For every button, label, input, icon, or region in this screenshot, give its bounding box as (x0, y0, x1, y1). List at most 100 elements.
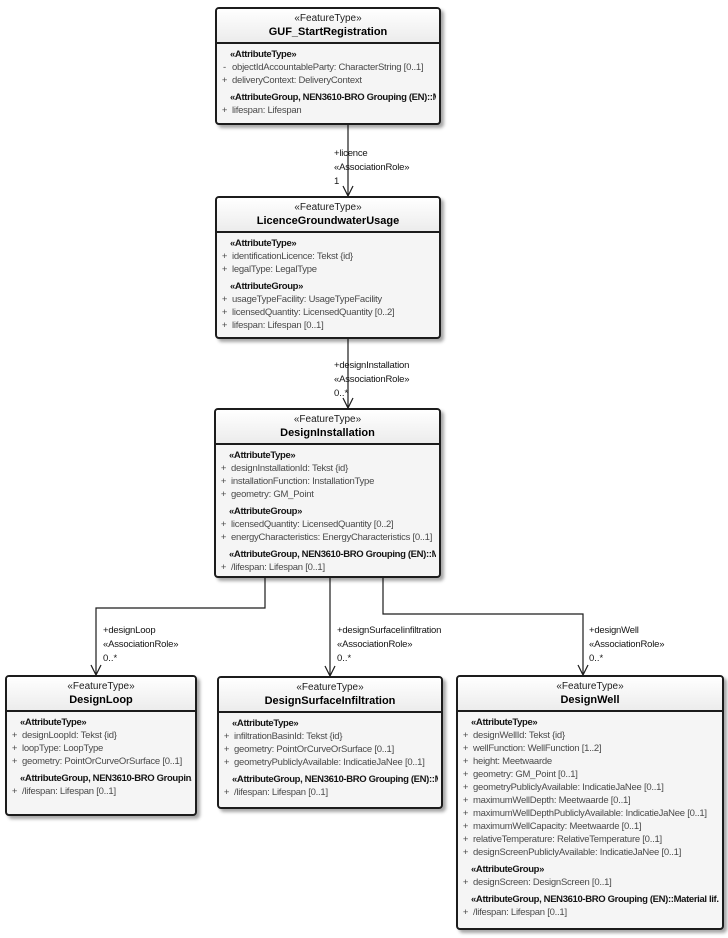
stereotype-row: «AttributeGroup, NEN3610-BRO Grouping (E… (232, 774, 438, 785)
class-header: «FeatureType» GUF_StartRegistration (217, 9, 439, 44)
class-stereotype: «FeatureType» (294, 13, 362, 24)
attribute-text: lifespan: Lifespan (232, 105, 302, 116)
attribute-row[interactable]: +designLoopId: Tekst {id} (7, 729, 192, 742)
attribute-row[interactable]: +geometry: GM_Point (216, 488, 436, 501)
attribute-row[interactable]: + /lifespan: Lifespan [0..1] (7, 785, 192, 798)
attribute-text: maximumWellDepth: Meetwaarde [0..1] (473, 795, 631, 806)
attribute-row[interactable]: +licensedQuantity: LicensedQuantity [0..… (216, 518, 436, 531)
class-design-surface-infiltration[interactable]: «FeatureType» DesignSurfaceInfiltration … (217, 676, 443, 809)
attribute-text: usageTypeFacility: UsageTypeFacility (232, 294, 382, 305)
attribute-row[interactable]: +/lifespan: Lifespan [0..1] (458, 906, 719, 919)
attribute-row[interactable]: +licensedQuantity: LicensedQuantity [0..… (217, 306, 436, 319)
visibility-marker: + (220, 562, 227, 573)
visibility-marker: + (221, 75, 228, 86)
attribute-text: relativeTemperature: RelativeTemperature… (473, 834, 662, 845)
class-header: «FeatureType» DesignLoop (7, 677, 195, 712)
visibility-marker: + (221, 264, 228, 275)
attribute-text: geometryPubliclyAvailable: IndicatieJaNe… (234, 757, 425, 768)
visibility-marker: + (221, 251, 228, 262)
class-guf-startregistration[interactable]: «FeatureType» GUF_StartRegistration «Att… (215, 7, 441, 125)
attribute-text: designScreenPubliclyAvailable: Indicatie… (473, 847, 682, 858)
attribute-text: infiltrationBasinId: Tekst {id} (234, 731, 343, 742)
attribute-row[interactable]: + designScreenPubliclyAvailable: Indicati… (458, 846, 719, 859)
attribute-text: wellFunction: WellFunction [1..2] (473, 743, 602, 754)
class-header: «FeatureType» DesignSurfaceInfiltration (219, 678, 441, 713)
class-header: «FeatureType» DesignInstallation (216, 410, 439, 445)
assoc-label-design-surface-infiltration: +designSurfaceIinfiltration «Association… (337, 624, 441, 666)
attribute-text: legalType: LegalType (232, 264, 317, 275)
class-design-loop[interactable]: «FeatureType» DesignLoop «AttributeType»… (5, 675, 197, 816)
visibility-marker: + (462, 782, 469, 793)
attribute-row[interactable]: + deliveryContext: DeliveryContext (217, 74, 436, 87)
attribute-text: geometry: PointOrCurveOrSurface [0..1] (22, 756, 182, 767)
attribute-row[interactable]: +height: Meetwaarde (458, 755, 719, 768)
attribute-row[interactable]: +infiltrationBasinId: Tekst {id} (219, 730, 438, 743)
attribute-row[interactable]: +maximumWellDepth: Meetwaarde [0..1] (458, 794, 719, 807)
class-attributes: «AttributeType» -objectIdAccountablePart… (217, 44, 439, 117)
class-design-installation[interactable]: «FeatureType» DesignInstallation «Attrib… (214, 408, 441, 578)
attribute-text: /lifespan: Lifespan [0..1] (22, 786, 116, 797)
attribute-row[interactable]: + legalType: LegalType (217, 263, 436, 276)
attribute-row[interactable]: -objectIdAccountableParty: CharacterStri… (217, 61, 436, 74)
association-design-surface-infiltration[interactable] (324, 578, 336, 678)
stereotype-row: «AttributeGroup» (229, 506, 303, 517)
class-stereotype: «FeatureType» (296, 682, 364, 693)
visibility-marker: + (462, 834, 469, 845)
class-licence-groundwater-usage[interactable]: «FeatureType» LicenceGroundwaterUsage «A… (215, 196, 441, 339)
visibility-marker: - (223, 62, 226, 73)
attribute-row[interactable]: +installationFunction: InstallationType (216, 475, 436, 488)
attribute-text: lifespan: Lifespan [0..1] (232, 320, 324, 331)
visibility-marker: + (462, 756, 469, 767)
attribute-row[interactable]: +geometry: PointOrCurveOrSurface [0..1] (219, 743, 438, 756)
class-name: DesignLoop (69, 694, 133, 706)
attribute-row[interactable]: +geometry: GM_Point [0..1] (458, 768, 719, 781)
visibility-marker: + (11, 786, 18, 797)
attribute-text: /lifespan: Lifespan [0..1] (234, 787, 328, 798)
attribute-row[interactable]: +maximumWellDepthPubliclyAvailable: Indi… (458, 807, 719, 820)
attribute-text: /lifespan: Lifespan [0..1] (231, 562, 325, 573)
attribute-row[interactable]: + relativeTemperature: RelativeTemperatur… (458, 833, 719, 846)
attribute-row[interactable]: +energyCharacteristics: EnergyCharacteri… (216, 531, 436, 544)
visibility-marker: + (221, 320, 228, 331)
attribute-text: licensedQuantity: LicensedQuantity [0..2… (232, 307, 395, 318)
attribute-row[interactable]: +designWellId: Tekst {id} (458, 729, 719, 742)
attribute-row[interactable]: +/lifespan: Lifespan [0..1] (219, 786, 438, 799)
attribute-row[interactable]: +designInstallationId: Tekst {id} (216, 462, 436, 475)
attribute-text: installationFunction: InstallationType (231, 476, 375, 487)
visibility-marker: + (11, 743, 18, 754)
attribute-row[interactable]: +geometry: PointOrCurveOrSurface [0..1] (7, 755, 192, 768)
assoc-multiplicity: 0..* (334, 388, 349, 399)
stereotype-row: «AttributeType» (232, 718, 299, 729)
attribute-row[interactable]: + lifespan: Lifespan [0..1] (217, 319, 436, 332)
class-attributes: «AttributeType» +designInstallationId: T… (216, 445, 439, 574)
attribute-text: designScreen: DesignScreen [0..1] (473, 877, 612, 888)
visibility-marker: + (221, 105, 228, 116)
attribute-text: deliveryContext: DeliveryContext (232, 75, 362, 86)
visibility-marker: + (220, 489, 227, 500)
attribute-row[interactable]: +maximumWellCapacity: Meetwaarde [0..1] (458, 820, 719, 833)
assoc-role-name: +licence (334, 148, 368, 159)
attribute-row[interactable]: +usageTypeFacility: UsageTypeFacility (217, 293, 436, 306)
assoc-stereotype: «AssociationRole» (334, 374, 410, 385)
class-attributes: «AttributeType» +infiltrationBasinId: Te… (219, 713, 441, 799)
attribute-text: licensedQuantity: LicensedQuantity [0..2… (231, 519, 394, 530)
assoc-label-design-installation: +designInstallation «AssociationRole» 0.… (334, 359, 409, 401)
assoc-stereotype: «AssociationRole» (103, 639, 179, 650)
attribute-text: energyCharacteristics: EnergyCharacteris… (231, 532, 433, 543)
attribute-row[interactable]: +identificationLicence: Tekst {id} (217, 250, 436, 263)
attribute-row[interactable]: +loopType: LoopType (7, 742, 192, 755)
class-header: «FeatureType» LicenceGroundwaterUsage (217, 198, 439, 233)
attribute-row[interactable]: +geometryPubliclyAvailable: IndicatieJaN… (458, 781, 719, 794)
attribute-row[interactable]: + /lifespan: Lifespan [0..1] (216, 561, 436, 574)
visibility-marker: + (462, 847, 469, 858)
attribute-row[interactable]: +wellFunction: WellFunction [1..2] (458, 742, 719, 755)
class-design-well[interactable]: «FeatureType» DesignWell «AttributeType»… (456, 675, 724, 930)
stereotype-row: «AttributeType» (230, 238, 297, 249)
attribute-row[interactable]: +designScreen: DesignScreen [0..1] (458, 876, 719, 889)
attribute-row[interactable]: + geometryPubliclyAvailable: IndicatieJaN… (219, 756, 438, 769)
visibility-marker: + (223, 757, 230, 768)
attribute-row[interactable]: + lifespan: Lifespan (217, 104, 436, 117)
attribute-text: maximumWellDepthPubliclyAvailable: Indic… (473, 808, 707, 819)
class-attributes: «AttributeType» +designLoopId: Tekst {id… (7, 712, 195, 798)
class-attributes: «AttributeType» +identificationLicence: … (217, 233, 439, 332)
